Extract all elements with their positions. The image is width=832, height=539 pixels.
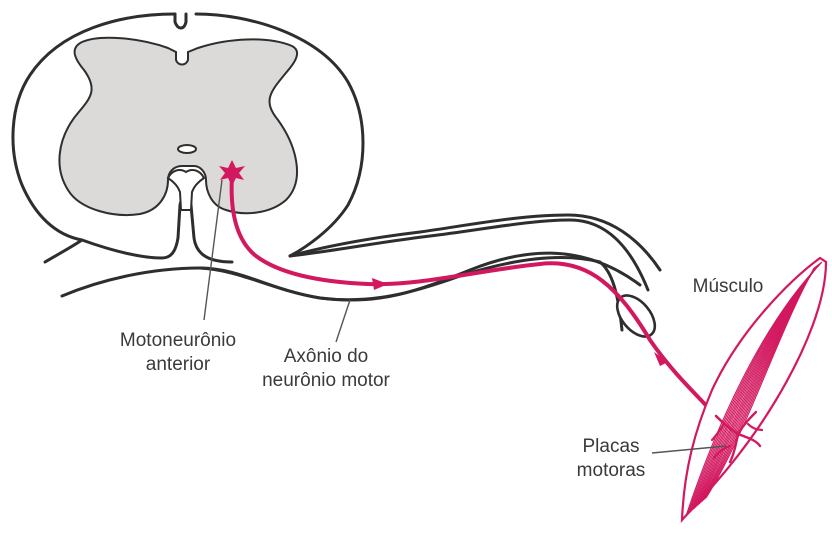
muscle-label: Músculo: [693, 276, 764, 297]
plates-label-line2: motoras: [577, 460, 646, 481]
axon-label-line1: Axônio do: [284, 346, 369, 367]
axon-leader: [336, 300, 350, 342]
nerve-sheath-top: [290, 220, 648, 290]
ventral-root-upper: [290, 215, 660, 270]
anterior-fissure-inner: [168, 170, 204, 210]
central-canal: [178, 145, 196, 153]
nerve-sheath-bottom: [200, 258, 622, 330]
muscle: [682, 258, 826, 520]
axon-label-line2: neurônio motor: [262, 370, 390, 391]
motoneuron-label-line1: Motoneurônio: [120, 330, 236, 351]
axon-arrow-1: [372, 278, 388, 290]
plates-label-line1: Placas: [582, 436, 639, 457]
ventral-root-lower: [62, 253, 640, 300]
posterior-median-septum: [175, 14, 186, 28]
motoneuron-label-line2: anterior: [146, 354, 211, 375]
